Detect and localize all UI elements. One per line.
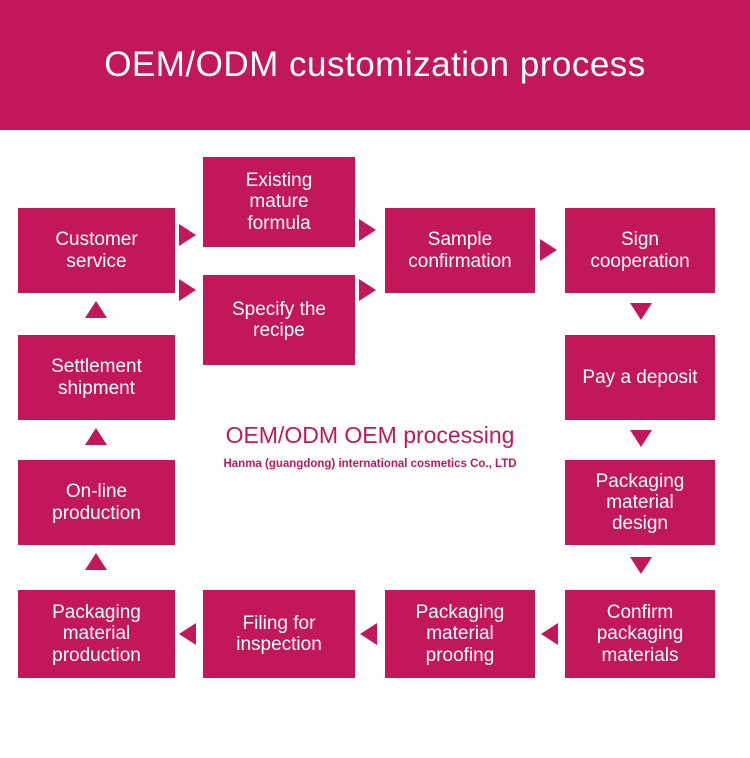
- flow-box-settlement-shipment: Settlement shipment: [18, 335, 175, 420]
- flow-box-pay-a-deposit: Pay a deposit: [565, 335, 715, 420]
- flow-box-label: Confirm packaging materials: [596, 602, 684, 666]
- arrow-right-icon: [540, 239, 557, 261]
- flow-box-label: Packaging material design: [595, 470, 685, 535]
- flow-box-filing-for-inspection: Filing for inspection: [203, 590, 355, 678]
- flow-box-label: Filing for inspection: [236, 612, 322, 655]
- flow-box-customer-service: Customer service: [18, 208, 175, 293]
- arrow-right-icon: [179, 279, 196, 301]
- flow-box-label: Packaging material production: [52, 602, 141, 666]
- flow-box-label: Packaging material proofing: [415, 602, 505, 666]
- flow-box-existing-mature-formula: Existing mature formula: [203, 157, 355, 247]
- arrow-left-icon: [360, 623, 377, 645]
- flow-box-packaging-material-design: Packaging material design: [565, 460, 715, 545]
- flow-box-packaging-material-production: Packaging material production: [18, 590, 175, 678]
- arrow-left-icon: [541, 623, 558, 645]
- arrow-right-icon: [359, 219, 376, 241]
- company-name: Hanma (guangdong) international cosmetic…: [223, 458, 517, 470]
- flow-box-packaging-material-proofing: Packaging material proofing: [385, 590, 535, 678]
- process-subheading: OEM/ODM OEM processing: [225, 422, 515, 448]
- header-banner: OEM/ODM customization process: [0, 0, 750, 130]
- flow-box-label: Specify the recipe: [232, 298, 326, 341]
- flow-box-specify-the-recipe: Specify the recipe: [203, 275, 355, 365]
- arrow-right-icon: [179, 224, 196, 246]
- flow-box-label: Sample confirmation: [408, 229, 512, 272]
- flow-box-label: Existing mature formula: [245, 170, 313, 234]
- arrow-down-icon: [630, 557, 652, 574]
- arrow-up-icon: [85, 301, 107, 318]
- arrow-up-icon: [85, 428, 107, 445]
- flow-box-label: Sign cooperation: [590, 229, 690, 272]
- flow-box-sign-cooperation: Sign cooperation: [565, 208, 715, 293]
- arrow-left-icon: [179, 623, 196, 645]
- flow-box-label: Pay a deposit: [582, 366, 698, 388]
- page-title: OEM/ODM customization process: [104, 45, 646, 84]
- flow-box-confirm-packaging-materials: Confirm packaging materials: [565, 590, 715, 678]
- flow-box-sample-confirmation: Sample confirmation: [385, 208, 535, 293]
- flow-box-on-line-production: On-line production: [18, 460, 175, 545]
- arrow-up-icon: [85, 553, 107, 570]
- flow-box-label: Customer service: [55, 229, 138, 272]
- arrow-right-icon: [359, 279, 376, 301]
- arrow-down-icon: [630, 430, 652, 447]
- flow-box-label: On-line production: [52, 481, 141, 524]
- flow-box-label: Settlement shipment: [51, 356, 142, 399]
- arrow-down-icon: [630, 303, 652, 320]
